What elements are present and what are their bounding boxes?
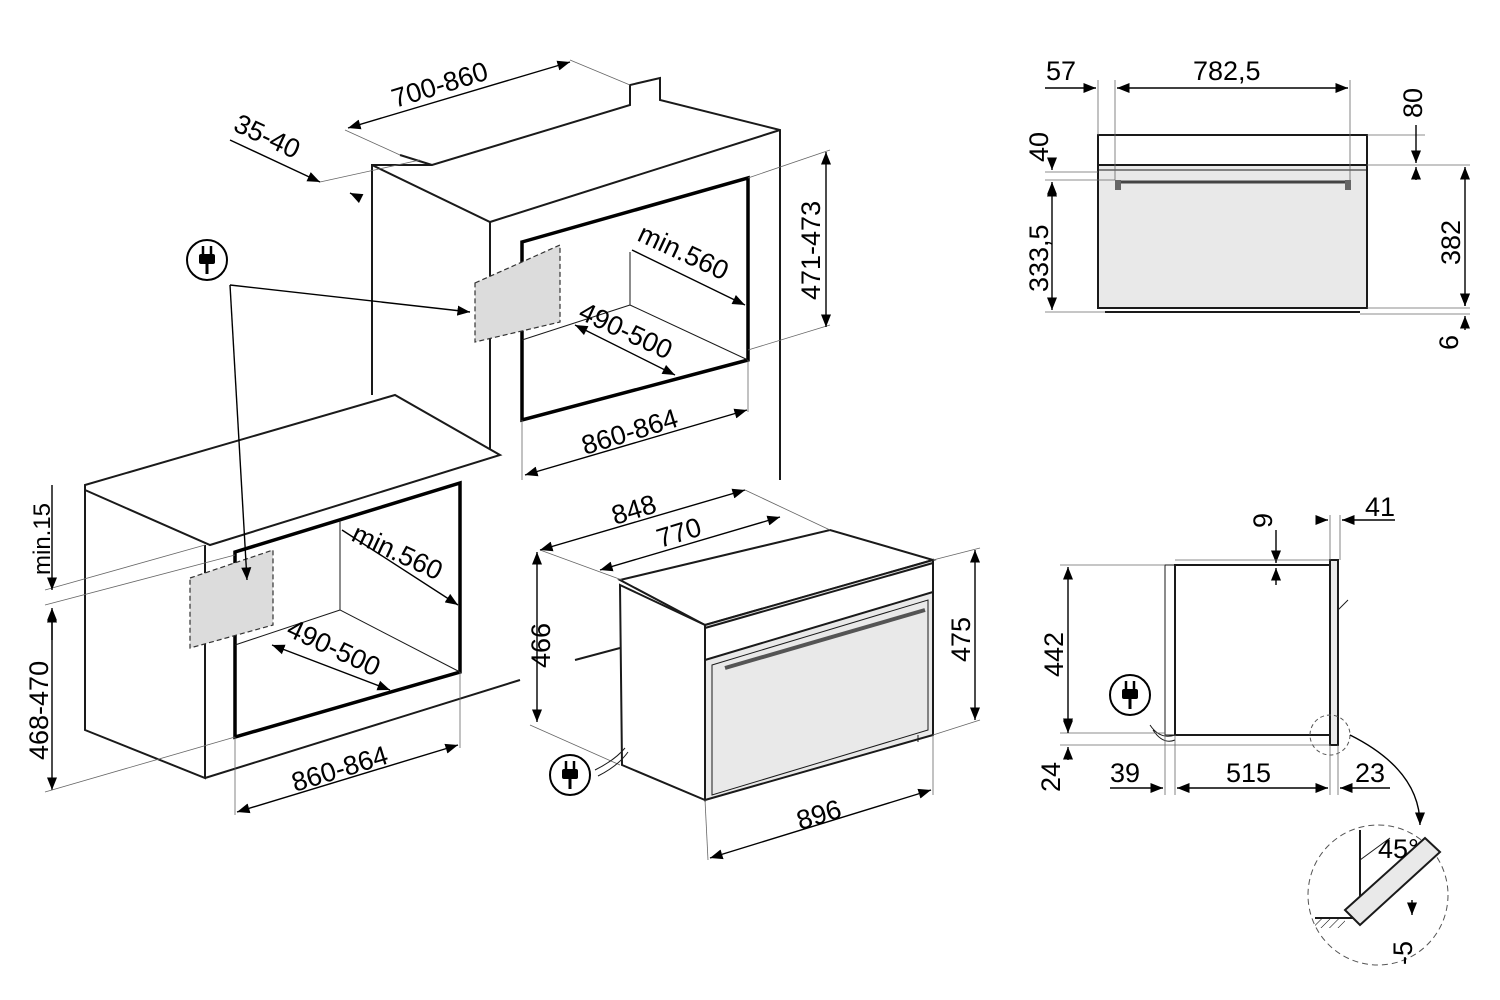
side-view: 442 24 9 41 39 515 23 [1036,492,1395,795]
dim-oven-body-height: 466 [526,623,556,668]
oven-iso [617,528,937,802]
dim-front-side-offset: 57 [1046,56,1076,86]
dim-detail-offset: -5 [1388,941,1418,965]
electrical-zone-upper [474,244,561,343]
dim-lower-min-gap: min.15 [29,503,56,575]
dim-upper-width: 860-864 [578,403,682,461]
dim-front-handle: 40 [1024,132,1054,162]
front-view: 57 782,5 80 40 333,5 382 6 [1024,56,1471,350]
dim-oven-front-width: 896 [793,794,845,836]
dim-oven-inner-width: 770 [653,512,705,554]
dim-oven-front-height: 475 [946,617,976,662]
dim-upper-depth-range: 700-860 [388,56,492,114]
dim-side-door-depth: 41 [1365,492,1395,522]
dim-upper-min-depth: min.560 [633,218,733,286]
dim-front-top: 80 [1398,88,1428,118]
dim-side-top-gap: 9 [1248,513,1278,528]
dim-front-height: 382 [1436,220,1466,265]
dim-front-width: 782,5 [1193,56,1261,86]
dim-upper-gap: 35-40 [229,108,304,164]
power-plug-icon [1109,674,1151,716]
dim-side-height: 442 [1039,632,1069,677]
detail-view: 45° -5 [1307,824,1449,966]
dim-lower-width: 860-864 [288,740,392,798]
power-plug-icon [549,754,591,796]
dim-front-bottom: 6 [1434,335,1464,350]
dim-front-lower-height: 333,5 [1024,224,1054,292]
dim-lower-inner-depth: 490-500 [282,613,384,682]
dim-side-back: 39 [1110,758,1140,788]
dim-detail-angle: 45° [1378,834,1419,864]
power-plug-icon [186,239,228,281]
dim-upper-height: 471-473 [796,201,826,300]
dim-side-depth: 515 [1226,758,1271,788]
lower-cabinet [84,393,621,780]
dim-lower-height: 468-470 [24,661,54,760]
dim-lower-min-depth: min.560 [347,518,447,586]
electrical-zone-lower [189,549,274,649]
dim-side-bottom: 24 [1036,762,1066,792]
dim-side-front: 23 [1355,758,1385,788]
